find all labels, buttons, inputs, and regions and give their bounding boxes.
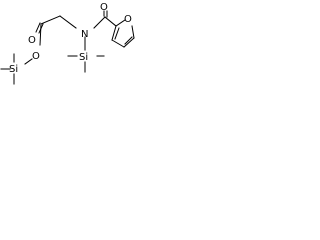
bond-furan-c4-c5 bbox=[123, 37, 135, 48]
bond-c-oester bbox=[39, 23, 42, 46]
bond-n-camide bbox=[93, 16, 106, 29]
bond-ch2-n bbox=[59, 15, 77, 29]
atom-labels: O O Si N Si O O bbox=[9, 2, 132, 75]
atom-label-ester-o: O bbox=[32, 51, 40, 62]
atom-label-carbonyl-o-ester: O bbox=[28, 35, 36, 46]
atom-label-nitrogen: N bbox=[81, 29, 88, 40]
bond-furan-c5-o bbox=[131, 25, 135, 39]
bond-oester-si bbox=[24, 58, 33, 65]
bond-furan-o-c2 bbox=[115, 19, 126, 27]
atom-label-furan-o: O bbox=[124, 14, 132, 25]
background bbox=[0, 0, 136, 85]
bond-furan-c2-c3 bbox=[111, 25, 117, 41]
atom-label-si-mid: Si bbox=[79, 52, 88, 63]
bonds bbox=[0, 10, 135, 85]
atom-label-si-left: Si bbox=[9, 64, 18, 75]
bond-furan-c2-c3-inner bbox=[114, 27, 120, 40]
bond-furan-c3-c4 bbox=[111, 39, 125, 48]
bond-c-ch2 bbox=[40, 15, 61, 25]
bond-camide-furan bbox=[104, 16, 117, 27]
bond-ester-co-a bbox=[35, 22, 41, 33]
molecule-diagram: O O Si N Si O O bbox=[0, 0, 136, 85]
bond-furan-c4-c5-inner bbox=[124, 36, 133, 45]
atom-label-carbonyl-o-amide: O bbox=[100, 2, 108, 13]
